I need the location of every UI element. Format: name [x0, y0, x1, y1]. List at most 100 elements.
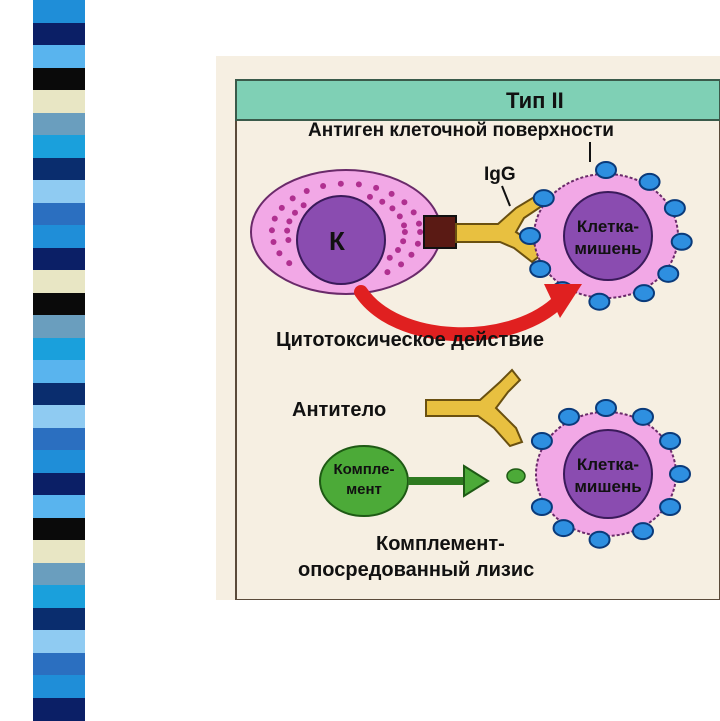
antigen-label: Антиген клеточной поверхности	[308, 120, 614, 141]
surface-antigen	[530, 261, 550, 277]
granule-dot	[290, 195, 296, 201]
granule-dot	[301, 202, 307, 208]
target-cell-top-label-1: Клетка-	[577, 217, 639, 236]
granule-dot	[304, 188, 310, 194]
granule-dot	[401, 222, 407, 228]
granule-dot	[389, 205, 395, 211]
stripe-block	[33, 360, 85, 384]
surface-antigen	[640, 174, 660, 190]
complement-label-2: мент	[346, 481, 382, 498]
surface-antigen	[532, 433, 552, 449]
stripe-block	[33, 180, 85, 204]
granule-dot	[401, 199, 407, 205]
target-cell-top-label-2: мишень	[574, 239, 641, 258]
stripe-block	[33, 540, 85, 564]
granule-dot	[379, 199, 385, 205]
surface-antigen	[633, 409, 653, 425]
surface-antigen	[554, 520, 574, 536]
surface-antigen	[589, 294, 609, 310]
surface-antigen	[660, 433, 680, 449]
granule-dot	[373, 185, 379, 191]
granule-dot	[276, 250, 282, 256]
stripe-block	[33, 630, 85, 654]
killer-cell: К	[251, 170, 441, 294]
surface-antigen	[534, 190, 554, 206]
stripe-block	[33, 90, 85, 114]
stripe-block	[33, 563, 85, 587]
surface-antigen	[596, 400, 616, 416]
stripe-block	[33, 405, 85, 429]
surface-antigen	[672, 234, 692, 250]
granule-dot	[338, 181, 344, 187]
stripe-block	[33, 585, 85, 609]
granule-dot	[279, 205, 285, 211]
stripe-block	[33, 158, 85, 182]
stripe-block	[33, 653, 85, 677]
stripe-block	[33, 383, 85, 407]
surface-antigen	[520, 228, 540, 244]
granule-dot	[417, 229, 423, 235]
stripe-block	[33, 450, 85, 474]
decorative-stripe-bar	[33, 0, 85, 720]
cytotoxic-label: Цитотоксическое действие	[276, 329, 544, 351]
granule-dot	[384, 269, 390, 275]
lysis-label-1: Комплемент-	[376, 533, 505, 555]
surface-antigen	[670, 466, 690, 482]
stripe-block	[33, 23, 85, 47]
stripe-block	[33, 293, 85, 317]
granule-dot	[292, 210, 298, 216]
header-band	[236, 80, 720, 120]
stripe-block	[33, 203, 85, 227]
stripe-block	[33, 113, 85, 137]
surface-antigen	[532, 499, 552, 515]
surface-antigen	[590, 532, 610, 548]
granule-dot	[285, 237, 291, 243]
stripe-block	[33, 45, 85, 69]
header-title: Тип II	[506, 88, 564, 113]
stripe-block	[33, 675, 85, 699]
fc-receptor	[424, 216, 456, 248]
granule-dot	[320, 183, 326, 189]
killer-cell-label: К	[329, 226, 345, 256]
granule-dot	[395, 247, 401, 253]
granule-dot	[367, 194, 373, 200]
granule-dot	[269, 227, 275, 233]
granule-dot	[400, 238, 406, 244]
stripe-block	[33, 428, 85, 452]
granule-dot	[415, 241, 421, 247]
antibody-label: Антитело	[292, 399, 386, 421]
granule-dot	[271, 239, 277, 245]
stripe-block	[33, 338, 85, 362]
stripe-block	[33, 225, 85, 249]
target-cell-bottom-label-1: Клетка-	[577, 455, 639, 474]
granule-dot	[387, 255, 393, 261]
stripe-block	[33, 608, 85, 632]
surface-antigen	[633, 523, 653, 539]
surface-antigen	[634, 285, 654, 301]
granule-dot	[411, 209, 417, 215]
stripe-block	[33, 0, 85, 24]
stripe-block	[33, 473, 85, 497]
stripe-block	[33, 495, 85, 519]
granule-dot	[389, 191, 395, 197]
granule-dot	[286, 218, 292, 224]
granule-dot	[402, 229, 408, 235]
surface-antigen	[596, 162, 616, 178]
granule-dot	[397, 213, 403, 219]
stripe-block	[33, 518, 85, 542]
granule-dot	[416, 221, 422, 227]
surface-antigen	[658, 266, 678, 282]
type-ii-hypersensitivity-diagram: Тип II Антиген клеточной поверхности IgG…	[216, 56, 720, 600]
igg-label: IgG	[484, 164, 516, 185]
lysis-label-2: опосредованный лизис	[298, 559, 534, 581]
granule-dot	[356, 181, 362, 187]
complement-fragment	[507, 469, 525, 483]
stripe-block	[33, 315, 85, 339]
stripe-block	[33, 135, 85, 159]
stripe-block	[33, 698, 85, 721]
granule-dot	[398, 261, 404, 267]
granule-dot	[284, 228, 290, 234]
stripe-block	[33, 68, 85, 92]
stripe-block	[33, 248, 85, 272]
granule-dot	[286, 260, 292, 266]
